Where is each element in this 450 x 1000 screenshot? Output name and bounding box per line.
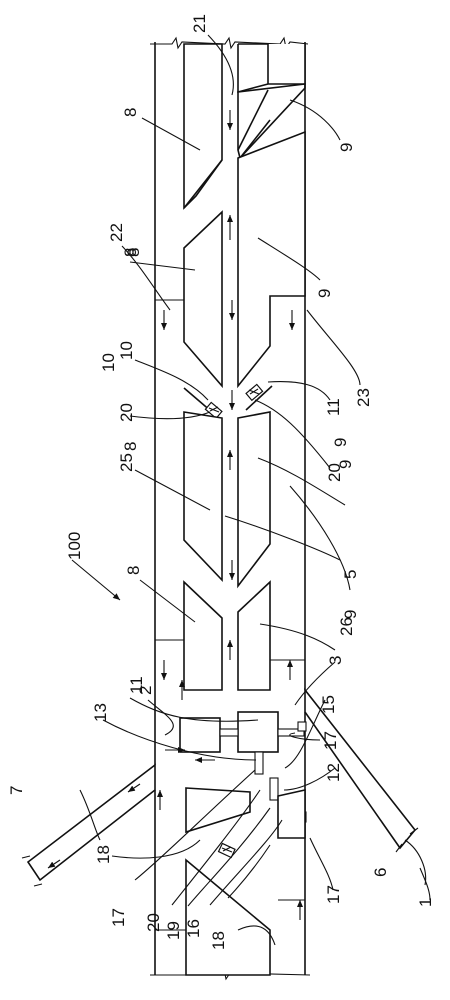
label-9-c: 9 (336, 460, 355, 469)
label-10-b: 10 (99, 353, 118, 372)
pillar-station-left (185, 787, 251, 834)
pillar-low-right (237, 580, 271, 691)
leader-lines (71, 34, 431, 946)
label-8-c: 8 (124, 566, 143, 575)
label-22: 22 (107, 223, 126, 242)
label-1: 1 (416, 898, 435, 907)
label-17-b: 17 (324, 885, 343, 904)
pillar-top-right (237, 43, 306, 160)
label-7: 7 (7, 786, 26, 795)
pillar-bottom-left (185, 858, 271, 976)
flow-arrows (47, 110, 303, 920)
label-19: 19 (164, 921, 183, 940)
label-8-e: 8 (124, 248, 143, 257)
label-9-d: 9 (341, 610, 360, 619)
branch-diagonals-top (183, 89, 271, 209)
reference-labels: 21 8 9 22 8 9 23 10 20 11 20 9 25 8 100 … (7, 14, 435, 950)
label-18-a: 18 (94, 845, 113, 864)
label-26: 26 (337, 617, 356, 636)
label-17-a: 17 (321, 731, 340, 750)
label-6: 6 (371, 868, 390, 877)
label-20-c: 20 (144, 913, 163, 932)
label-9-a: 9 (337, 143, 356, 152)
label-17-c: 17 (109, 908, 128, 927)
label-13: 13 (91, 703, 110, 722)
label-9-b: 9 (315, 289, 334, 298)
label-12: 12 (324, 763, 343, 782)
label-11-a: 11 (324, 398, 343, 416)
guide-wall-11 (245, 385, 273, 411)
label-3: 3 (326, 656, 345, 665)
label-10-a: 10 (117, 341, 136, 360)
equipment-room-right (237, 711, 279, 753)
label-100: 100 (65, 532, 84, 560)
label-11-b: 11 (127, 676, 146, 694)
label-5: 5 (341, 570, 360, 579)
pillar-mid-right-lower (237, 411, 271, 589)
label-16: 16 (184, 919, 203, 938)
damper-20-right (245, 383, 264, 402)
pillar-mid-left-lower (183, 411, 223, 583)
label-9-e: 9 (331, 438, 350, 447)
ramp-7 (21, 763, 156, 887)
pillar-station-right (277, 789, 306, 839)
ramp-6 (304, 687, 419, 853)
damper-bottom (217, 842, 236, 859)
label-21: 21 (190, 14, 209, 33)
label-8-d: 8 (121, 442, 140, 451)
label-18-b: 18 (209, 931, 228, 950)
pillar-mid-right-upper (237, 130, 306, 389)
label-15: 15 (319, 695, 338, 714)
label-8-a: 8 (121, 108, 140, 117)
label-2: 2 (136, 686, 155, 695)
pillar-low-left (183, 580, 223, 691)
equipment-room-left (179, 717, 221, 753)
label-25: 25 (117, 453, 136, 472)
damper-20-left (204, 401, 223, 420)
label-20-a: 20 (117, 403, 136, 422)
label-20-b: 20 (325, 463, 344, 482)
label-8-b: 8 (121, 248, 140, 257)
pillar-mid-left-upper (183, 210, 223, 389)
label-23: 23 (354, 388, 373, 407)
